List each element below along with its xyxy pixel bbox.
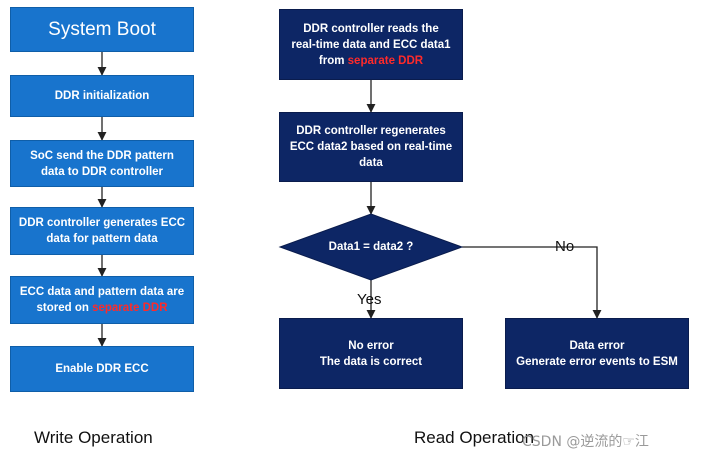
decision-text: Data1 = data2 ? [328, 241, 414, 253]
generate-ecc-line2: data for pattern data [46, 233, 158, 245]
watermark: CSDN @逆流的☞江 [522, 434, 649, 450]
data-error-line2: Generate error events to ESM [516, 355, 678, 368]
data-error-line1: Data error [569, 339, 625, 352]
write-operation-caption: Write Operation [34, 428, 153, 447]
ddr-init-box: DDR initialization [10, 75, 194, 117]
enable-ecc-box: Enable DDR ECC [10, 346, 194, 392]
read-data-line2: real-time data and ECC data1 [291, 38, 451, 51]
store-data-line1: ECC data and pattern data are [19, 286, 185, 298]
separate-ddr-read-highlight: separate DDR [347, 54, 424, 67]
regenerate-ecc-box: DDR controller regenerates ECC data2 bas… [279, 112, 463, 182]
generate-ecc-box: DDR controller generates ECC data for pa… [10, 207, 194, 255]
read-data-box: DDR controller reads the real-time data … [279, 9, 463, 80]
no-error-line1: No error [348, 339, 394, 352]
decision-diamond [278, 213, 464, 281]
read-operation-caption: Read Operation [414, 428, 535, 447]
enable-ecc-label: Enable DDR ECC [55, 363, 149, 375]
ddr-init-label: DDR initialization [54, 90, 150, 102]
send-pattern-line2: data to DDR controller [40, 165, 164, 178]
no-error-line2: The data is correct [319, 355, 423, 368]
regenerate-line1: DDR controller regenerates [296, 125, 446, 137]
read-data-line3: from [318, 54, 348, 67]
system-boot-box: System Boot [10, 7, 194, 52]
system-boot-label: System Boot [48, 18, 156, 40]
no-label: No [555, 238, 575, 255]
regenerate-line3: data [359, 157, 383, 169]
send-pattern-box: SoC send the DDR pattern data to DDR con… [10, 140, 194, 187]
generate-ecc-line1: DDR controller generates ECC [18, 217, 186, 229]
store-data-box: ECC data and pattern data are stored on … [10, 276, 194, 324]
no-error-box: No error The data is correct [279, 318, 463, 389]
decision-label: Data1 = data2 ? [300, 238, 442, 256]
separate-ddr-highlight: separate DDR [92, 302, 168, 314]
yes-label: Yes [357, 291, 382, 308]
regenerate-line2: ECC data2 based on real-time [289, 141, 453, 153]
read-data-line1: DDR controller reads the [303, 22, 439, 35]
data-error-box: Data error Generate error events to ESM [505, 318, 689, 389]
store-data-line2: stored on [36, 302, 93, 314]
read-arrow-no [462, 246, 602, 319]
send-pattern-line1: SoC send the DDR pattern [30, 149, 174, 162]
